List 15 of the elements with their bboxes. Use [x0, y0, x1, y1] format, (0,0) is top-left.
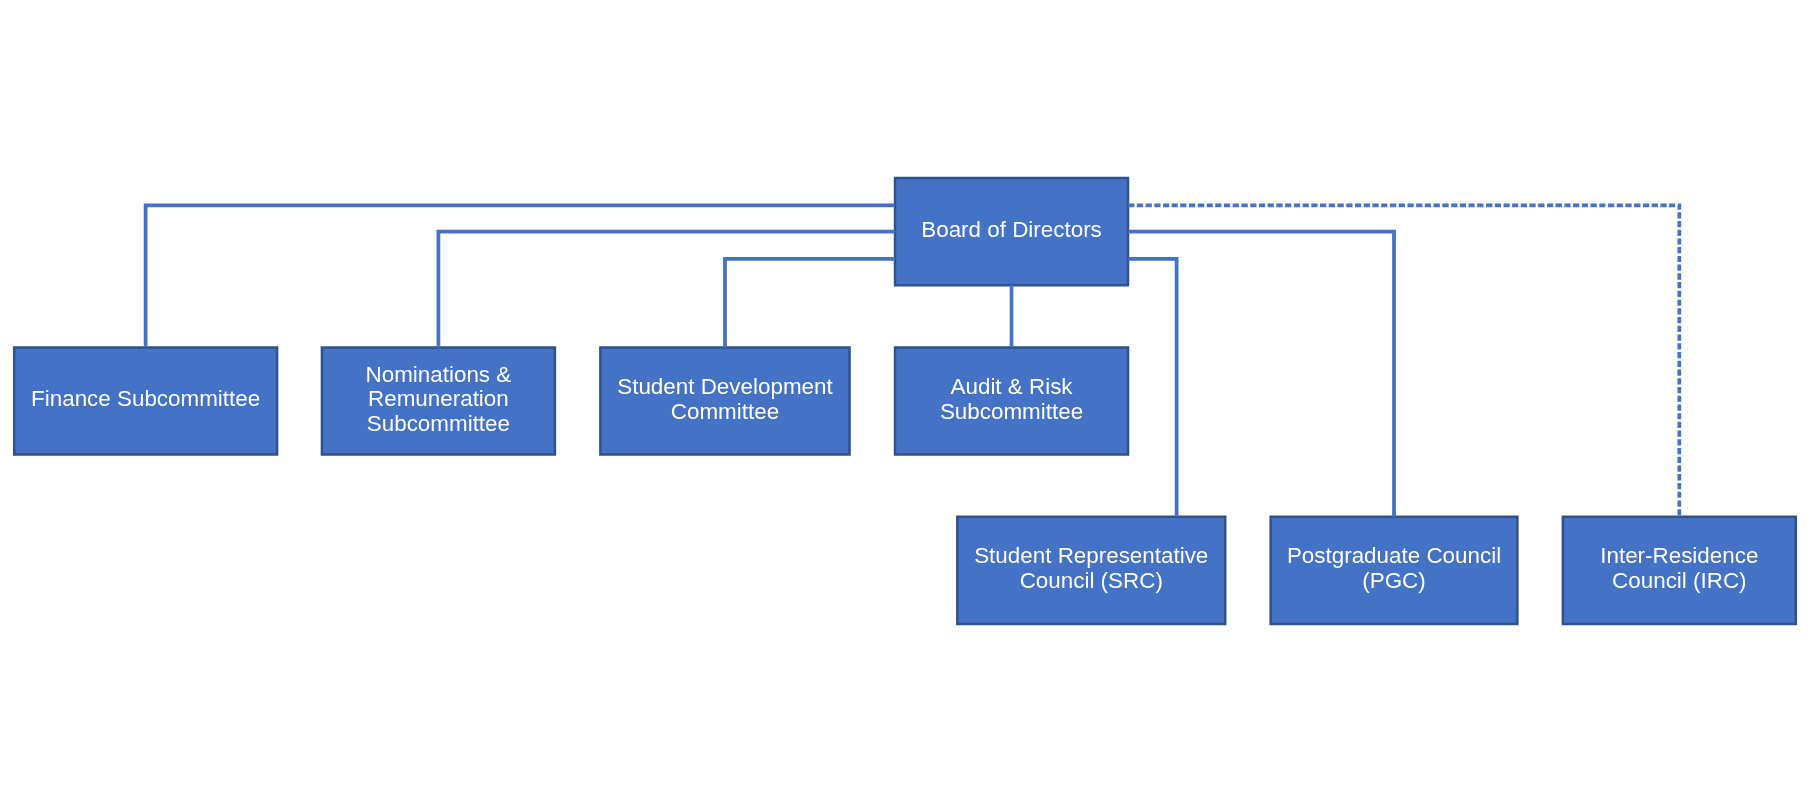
- node-box: Board of Directors: [893, 176, 1130, 287]
- node-box: Inter-Residence Council (IRC): [1561, 515, 1798, 626]
- connector: [723, 257, 895, 348]
- connector: [436, 229, 895, 348]
- node-box: Finance Subcommittee: [12, 346, 279, 456]
- connector: [1128, 257, 1179, 517]
- node-box: Audit & Risk Subcommittee: [893, 346, 1130, 456]
- connector: [143, 203, 895, 348]
- node-box: Student Development Committee: [599, 346, 851, 456]
- connector: [1128, 203, 1682, 517]
- node-box: Postgraduate Council (PGC): [1269, 515, 1519, 626]
- connector: [1009, 285, 1014, 348]
- connector: [1128, 229, 1396, 517]
- node-box: Student Representative Council (SRC): [956, 515, 1227, 626]
- node-box: Nominations & Remuneration Subcommittee: [320, 346, 557, 456]
